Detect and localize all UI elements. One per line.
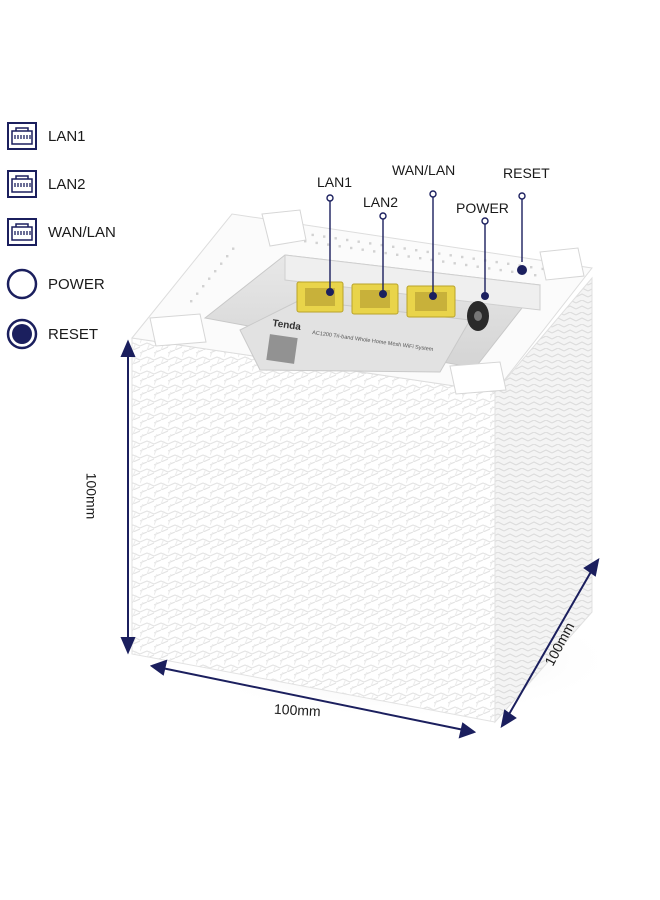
reset-button-icon [6, 318, 38, 350]
vent-hole [499, 268, 502, 272]
legend-label-reset: RESET [48, 325, 99, 343]
lan1-port [296, 281, 344, 313]
vent-hole [226, 255, 229, 258]
vent-hole [507, 262, 510, 265]
legend-item-power: POWER [6, 268, 166, 300]
vent-hole [511, 270, 514, 273]
cube-front-face [131, 337, 496, 723]
power-socket [467, 301, 489, 331]
vent-hole [220, 262, 223, 265]
vent-hole [392, 245, 395, 248]
vent-hole [311, 233, 314, 237]
width-dimension-label: 100mm [273, 700, 322, 720]
height-dimension-label: 100mm [83, 472, 100, 520]
vent-hole [196, 292, 199, 295]
vent-hole [530, 266, 533, 269]
port-panel [284, 254, 541, 311]
ethernet-port-icon [6, 216, 38, 248]
vent-hole [419, 257, 422, 260]
legend-label-wan-lan: WAN/LAN [48, 223, 116, 241]
vent-hole [453, 262, 456, 265]
callout-reset: RESET [503, 165, 550, 181]
callout-lan2: LAN2 [363, 194, 399, 210]
legend-label-lan1: LAN1 [48, 127, 86, 145]
legend-item-lan2: LAN2 [6, 168, 166, 200]
vent-hole [472, 257, 475, 260]
product-label-plate [239, 299, 471, 373]
power-socket-icon [6, 268, 38, 300]
vent-hole [346, 238, 349, 242]
vent-hole [407, 255, 410, 258]
vent-hole [327, 243, 330, 246]
callout-power: POWER [456, 200, 509, 216]
vent-hole [208, 277, 211, 280]
callout-anchors [326, 190, 527, 300]
vent-hole [438, 252, 441, 255]
vent-hole [442, 260, 445, 263]
vent-hole [426, 250, 429, 254]
legend-item-lan1: LAN1 [6, 120, 166, 152]
vent-hole [380, 243, 383, 247]
qr-code [266, 334, 298, 364]
callout-lines [329, 196, 523, 296]
vent-hole [396, 253, 399, 256]
vent-hole [384, 251, 387, 255]
width-dimension-arrow [149, 659, 477, 739]
lan2-port [351, 283, 399, 315]
legend-label-power: POWER [48, 275, 105, 293]
vent-hole [461, 255, 464, 259]
vent-hole [304, 240, 307, 243]
vent-hole [214, 270, 217, 273]
ethernet-port-icon [6, 120, 38, 152]
vent-hole [476, 265, 479, 268]
vent-hole [403, 247, 406, 250]
vent-hole [430, 258, 433, 262]
rubber-feet [149, 209, 585, 395]
vent-hole [334, 237, 337, 240]
vent-hole [373, 250, 376, 253]
vent-hole [488, 267, 491, 270]
vent-hole [518, 264, 521, 267]
vent-hole [534, 274, 537, 277]
legend-item-wan-lan: WAN/LAN [6, 216, 166, 248]
depth-dimension-arrow [500, 557, 600, 729]
vent-hole [369, 242, 372, 245]
callout-lan1: LAN1 [317, 174, 353, 190]
legend-item-reset: RESET [6, 318, 166, 350]
vent-hole [449, 254, 452, 257]
vent-hole [323, 235, 326, 238]
height-dimension-arrow [120, 339, 136, 655]
vent-hole [465, 263, 468, 267]
vent-hole [232, 247, 235, 250]
wan-lan-port [406, 285, 456, 318]
vent-hole [315, 241, 318, 245]
callout-wan-lan: WAN/LAN [392, 162, 456, 178]
vent-hole [541, 267, 544, 271]
legend-label-lan2: LAN2 [48, 175, 86, 193]
vent-hole [190, 300, 193, 303]
vent-hole [357, 240, 360, 243]
vent-hole [202, 285, 205, 288]
label-brand-text: Tenda [272, 318, 302, 333]
vent-hole [350, 246, 353, 250]
vent-hole [495, 260, 498, 264]
vent-hole [415, 249, 418, 252]
ethernet-port-icon [6, 168, 38, 200]
vent-hole [361, 248, 364, 251]
vent-hole [338, 245, 341, 248]
